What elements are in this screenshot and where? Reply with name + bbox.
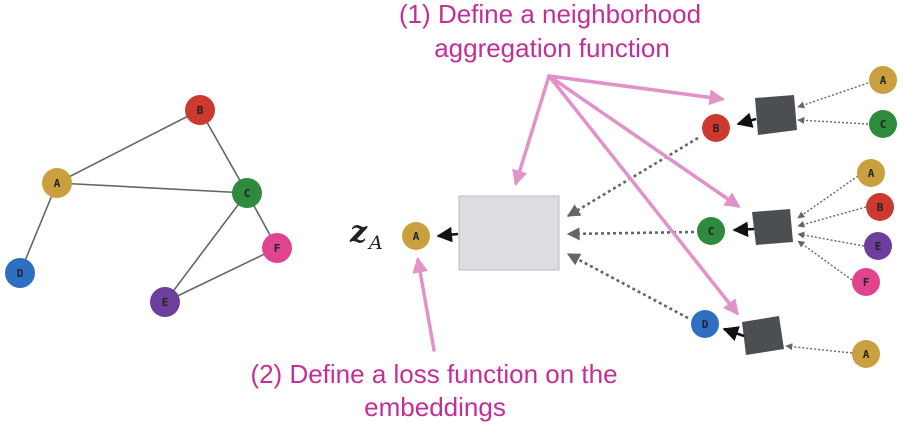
leaf-node-b-2: B — [866, 193, 894, 221]
svg-text:C: C — [708, 225, 715, 238]
step1-caption-line2: aggregation function — [434, 33, 670, 63]
edge-d-to-box — [566, 252, 689, 320]
pointer-to-agg-d — [547, 74, 739, 316]
edge-leaf-a-to-agg-b — [797, 82, 869, 109]
step2-caption-line1: (2) Define a loss function on the — [250, 359, 617, 389]
graph-node-c: C — [232, 178, 262, 208]
leaf-node-e-2: E — [864, 232, 892, 260]
level1-node-d: D — [691, 310, 719, 338]
svg-text:A: A — [413, 230, 420, 243]
edge-leaf-b-to-agg-c — [797, 206, 867, 228]
aggregator-c — [752, 209, 793, 245]
embedding-label-subscript: A — [367, 232, 383, 254]
annotation-arrows — [412, 74, 741, 352]
graph-node-e: E — [150, 287, 180, 317]
input-graph: A B C D E F — [5, 95, 292, 317]
computation-graph: A C A B E F A B — [349, 66, 897, 368]
svg-text:A: A — [880, 74, 887, 87]
edge-a-c — [56, 182, 248, 194]
aggregator-output-arrows — [436, 112, 757, 342]
step2-caption-line2: embeddings — [364, 392, 506, 422]
svg-text:E: E — [162, 296, 169, 309]
step1-caption-line1: (1) Define a neighborhood — [399, 0, 701, 29]
graph-node-f: F — [262, 233, 292, 263]
pointer-to-box — [512, 74, 551, 187]
graph-node-a: A — [42, 168, 72, 198]
arrow-box-to-a — [436, 226, 459, 243]
arrow-agg-d-to-d — [722, 326, 745, 342]
edge-b-to-box — [566, 136, 699, 218]
graph-edges — [19, 109, 278, 303]
level1-to-box-edges — [566, 136, 699, 320]
svg-text:A: A — [863, 348, 870, 361]
leaf-node-c-1: C — [869, 110, 897, 138]
svg-text:C: C — [880, 118, 887, 131]
edge-a-d — [19, 182, 58, 274]
leaf-node-a-2: A — [857, 159, 885, 187]
svg-text:E: E — [875, 240, 882, 253]
svg-text:A: A — [868, 167, 875, 180]
edge-e-f — [164, 247, 278, 303]
pointer-to-agg-b — [547, 74, 726, 106]
svg-text:B: B — [713, 122, 720, 135]
embedding-label-main: z — [349, 215, 368, 250]
captions: (1) Define a neighborhood aggregation fu… — [250, 0, 701, 422]
aggregation-box — [458, 195, 560, 271]
svg-text:F: F — [863, 276, 870, 289]
leaf-node-a-1: A — [869, 66, 897, 94]
arrow-agg-c-to-c — [732, 221, 755, 238]
svg-text:D: D — [17, 267, 24, 280]
aggregator-d — [742, 316, 784, 355]
pointer-to-agg-c — [547, 74, 741, 208]
leaf-node-a-3: A — [852, 340, 880, 368]
svg-text:F: F — [274, 242, 281, 255]
svg-text:B: B — [197, 104, 204, 117]
level1-node-b: B — [702, 114, 730, 142]
edge-leaf-e-to-agg-c — [797, 231, 865, 247]
edge-leaf-a-to-agg-d — [785, 343, 853, 354]
edge-leaf-c-to-agg-b — [797, 116, 869, 125]
embedding-label: z A — [349, 215, 383, 254]
target-node-a: A — [402, 222, 430, 250]
pointer-to-target — [412, 256, 436, 352]
level1-node-c: C — [697, 217, 725, 245]
svg-text:C: C — [244, 187, 251, 200]
svg-text:A: A — [54, 177, 61, 190]
edge-a-b — [56, 109, 201, 184]
svg-text:B: B — [877, 201, 884, 214]
edge-b-c — [199, 109, 248, 194]
leaf-to-aggregator-edges — [785, 82, 869, 354]
edge-c-e — [164, 192, 248, 303]
edge-leaf-a-to-agg-c — [797, 175, 859, 219]
leaf-node-f-2: F — [852, 268, 880, 296]
edge-leaf-f-to-agg-c — [797, 240, 853, 281]
arrow-agg-b-to-b — [736, 112, 757, 128]
aggregator-b — [755, 95, 797, 135]
svg-text:D: D — [702, 318, 709, 331]
graph-node-b: B — [185, 95, 215, 125]
graph-node-d: D — [5, 258, 35, 288]
